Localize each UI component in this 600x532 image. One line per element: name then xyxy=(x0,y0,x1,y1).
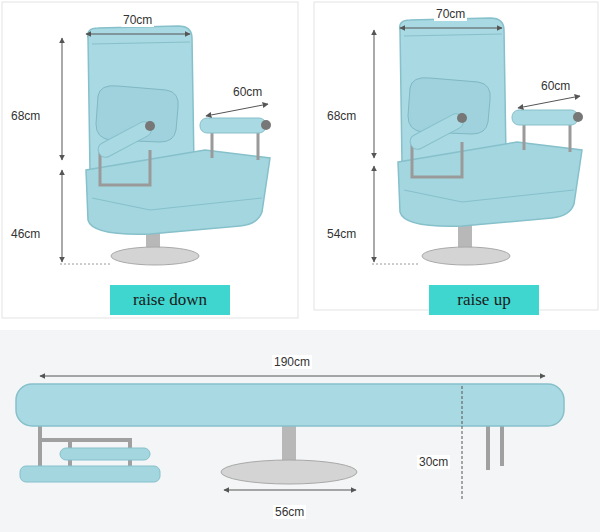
dimension-line xyxy=(206,104,268,116)
leg xyxy=(488,425,502,470)
dimension-label: 68cm xyxy=(9,109,42,123)
dimension-line xyxy=(62,38,63,160)
dimension-line xyxy=(462,386,463,500)
dimension-line xyxy=(62,170,63,262)
caption-tag: raise down xyxy=(110,285,230,315)
base xyxy=(111,247,199,265)
tag-text: raise up xyxy=(457,290,510,310)
dimension-line xyxy=(374,166,375,262)
panel xyxy=(0,330,600,532)
tag-text: raise down xyxy=(133,290,207,310)
dimension-line xyxy=(224,490,356,491)
dimension-line xyxy=(40,376,545,377)
dimension-label: 56cm xyxy=(273,505,306,519)
dimension-label: 68cm xyxy=(325,109,358,123)
folded-cushion xyxy=(20,466,160,482)
dimension-label: 30cm xyxy=(417,455,450,469)
dimension-label: 60cm xyxy=(231,85,264,99)
dimension-label: 60cm xyxy=(539,79,572,93)
bed-cushion xyxy=(16,384,564,426)
dimension-line xyxy=(86,34,190,35)
armrest xyxy=(60,448,150,460)
dimension-line xyxy=(518,96,580,108)
dimension-label: 70cm xyxy=(121,13,154,27)
panel xyxy=(2,2,298,318)
dimension-line xyxy=(374,30,375,158)
panel xyxy=(314,2,598,310)
dimension-label: 46cm xyxy=(9,227,42,241)
base xyxy=(422,247,510,265)
chair xyxy=(86,26,271,234)
chair xyxy=(398,18,583,226)
leader-line xyxy=(372,264,420,265)
dimension-line xyxy=(400,28,502,29)
dimension-label: 54cm xyxy=(325,227,358,241)
caption-tag: raise up xyxy=(429,285,539,315)
leader-line xyxy=(60,264,110,265)
base xyxy=(221,460,357,484)
dimension-label: 190cm xyxy=(272,355,312,369)
dimension-label: 70cm xyxy=(434,7,467,21)
